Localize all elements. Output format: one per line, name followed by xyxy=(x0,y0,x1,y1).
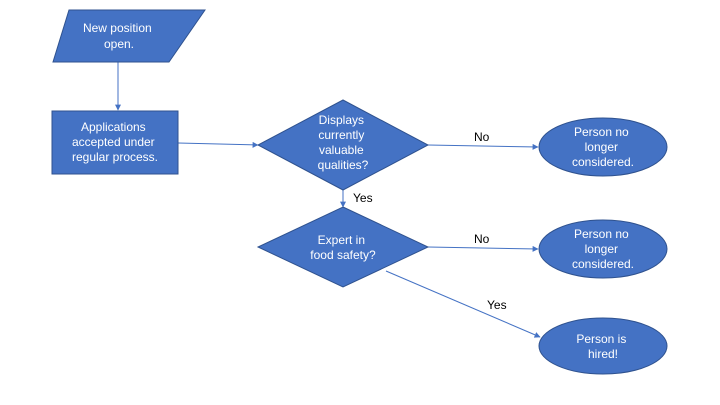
node-line: accepted under xyxy=(72,135,155,149)
edge-decision1-no-to-rejected1 xyxy=(427,143,539,150)
edge-decision2-yes-to-hired xyxy=(385,270,541,338)
node-text-rejected1: Person no longer considered. xyxy=(572,125,634,169)
node-text-rejected2: Person no longer considered. xyxy=(572,227,634,271)
nodes: New position open. Applications accepted… xyxy=(51,9,668,375)
edge-decision2-no-to-rejected2 xyxy=(427,245,539,252)
node-line: food safety? xyxy=(310,248,376,262)
node-line: qualities? xyxy=(318,158,369,172)
node-decision-food-safety[interactable]: Expert in food safety? xyxy=(256,206,430,288)
edge-label-decision2-yes: Yes xyxy=(487,298,507,312)
node-line: Displays xyxy=(319,113,364,127)
node-line: Expert in xyxy=(318,233,365,247)
node-person-no-longer-considered-2[interactable]: Person no longer considered. xyxy=(538,219,668,279)
edge-labels: No Yes No Yes xyxy=(353,130,507,312)
node-new-position-open[interactable]: New position open. xyxy=(52,9,206,63)
node-line: longer xyxy=(585,242,618,256)
edges xyxy=(115,62,541,338)
node-line: Person no xyxy=(574,125,629,139)
node-line: regular process. xyxy=(72,150,158,164)
node-text-decision1: Displays currently valuable qualities? xyxy=(318,113,369,172)
node-text-hired: Person is hired! xyxy=(576,332,629,361)
node-line: New position xyxy=(83,21,152,35)
node-text-decision2: Expert in food safety? xyxy=(310,233,376,262)
node-line: Person no xyxy=(574,227,629,241)
node-line: considered. xyxy=(572,257,634,271)
node-person-is-hired[interactable]: Person is hired! xyxy=(538,317,668,375)
node-decision-valuable-qualities[interactable]: Displays currently valuable qualities? xyxy=(256,99,430,191)
node-text-process: Applications accepted under regular proc… xyxy=(72,120,158,164)
node-line: Applications xyxy=(81,120,146,134)
node-line: Person is xyxy=(576,332,626,346)
node-line: open. xyxy=(104,37,134,51)
node-text-start: New position open. xyxy=(83,21,155,51)
edge-label-decision1-yes: Yes xyxy=(353,191,373,205)
node-line: currently xyxy=(318,128,364,142)
edge-label-decision1-no: No xyxy=(474,130,490,144)
node-applications-accepted[interactable]: Applications accepted under regular proc… xyxy=(51,110,179,175)
edge-process-to-decision1 xyxy=(177,141,259,148)
node-line: considered. xyxy=(572,155,634,169)
edge-label-decision2-no: No xyxy=(474,232,490,246)
node-line: valuable xyxy=(319,143,364,157)
node-person-no-longer-considered-1[interactable]: Person no longer considered. xyxy=(538,117,668,177)
node-line: longer xyxy=(585,140,618,154)
node-line: hired! xyxy=(588,347,618,361)
